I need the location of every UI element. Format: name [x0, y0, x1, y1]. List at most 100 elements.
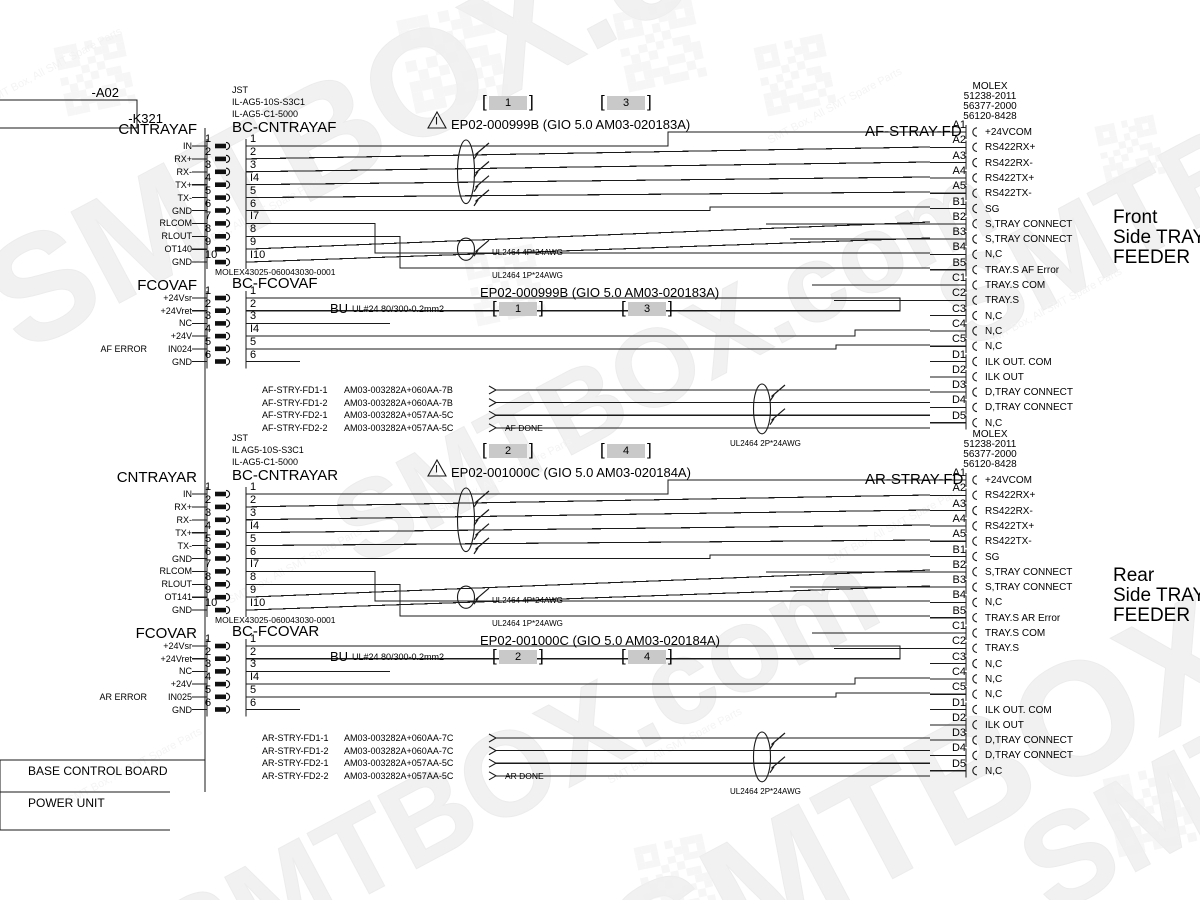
bracket-left: [: [482, 440, 487, 459]
ref-badge-number: 1: [514, 303, 522, 315]
feeder-pin-number: C1: [951, 620, 966, 632]
pin-number-left: 4: [205, 519, 212, 532]
bracket-left: [: [621, 298, 626, 317]
feeder-pin-number: D2: [951, 363, 966, 376]
pin-number-right: I10: [250, 597, 266, 610]
feeder-pin-signal: RS422RX+: [985, 142, 1036, 154]
fcov-pin-signal: GND: [172, 704, 192, 715]
sub-cable-part: AM03-003282A+060AA-7C: [344, 745, 454, 756]
feeder-socket-icon: [972, 750, 978, 761]
feeder-socket-icon: [972, 720, 978, 730]
pin-signal-label: GND: [172, 605, 192, 616]
pin-signal-label: RX-: [176, 514, 193, 525]
pin-signal-label: GND: [172, 205, 192, 216]
feeder-pin-signal: RS422RX-: [985, 157, 1033, 169]
feeder-pin-signal: RS422RX-: [985, 505, 1033, 517]
feeder-pin-signal: RS422TX+: [985, 520, 1035, 532]
harness-part-top: EP02-001000C (GIO 5.0 AM03-020184A): [451, 465, 691, 480]
sub-cable-tag: AF-STRY-FD1-1: [262, 385, 328, 395]
feeder-pin-number: C2: [951, 635, 966, 648]
pin-number-left: 7: [205, 210, 212, 223]
feeder-socket-icon: [972, 295, 978, 306]
pin-terminal-icon: [215, 679, 231, 689]
feeder-pin-number: D4: [951, 742, 966, 755]
feeder-pin-number: B2: [952, 210, 966, 223]
feeder-pin-signal: D,TRAY CONNECT: [985, 735, 1073, 747]
feeder-socket-icon: [972, 505, 978, 516]
fcov-pin-number-right: 2: [250, 297, 257, 310]
cable-spec-4p: UL2464 4P*24AWG: [492, 596, 563, 605]
feeder-pin-signal: TRAY.S COM: [985, 280, 1046, 291]
fcov-pin-number-right: 5: [250, 335, 257, 348]
sub-cable-part: AM03-003282A+057AA-5C: [344, 422, 454, 433]
pin-signal-label: RLOUT: [161, 231, 192, 242]
feeder-pin-number: A1: [952, 119, 966, 131]
pin-number-right: 2: [250, 493, 257, 506]
feeder-pin-signal: N,C: [985, 658, 1003, 670]
feeder-pin-signal: RS422TX-: [985, 188, 1032, 200]
pin-number-right: 2: [250, 145, 257, 158]
bracket-right: ]: [668, 298, 673, 317]
feeder-socket-icon: [972, 765, 978, 776]
pin-number-left: 10: [205, 249, 218, 262]
fcov-pin-signal: NC: [179, 666, 192, 677]
twist-mark-icon: [473, 509, 490, 526]
connector-part-2: IL-AG5-C1-5000: [232, 457, 299, 467]
feeder-pin-signal: ILK OUT: [985, 719, 1024, 731]
feeder-socket-icon: [972, 203, 978, 214]
twist-mark-icon: [473, 239, 490, 257]
feeder-pin-number: D2: [951, 711, 966, 724]
twist-mark-icon: [473, 175, 490, 193]
feeder-pin-signal: RS422TX-: [985, 536, 1032, 548]
feeder-side-label: Side TRAY: [1113, 227, 1200, 248]
pin-number-left: 2: [205, 145, 212, 158]
twist-mark-icon: [769, 408, 786, 426]
harness-part-bottom: EP02-001000C (GIO 5.0 AM03-020184A): [480, 633, 720, 648]
pin-terminal-icon: [215, 245, 231, 254]
feeder-pin-number: D3: [951, 379, 966, 392]
board-connector-name: BC-CNTRAYAR: [232, 467, 339, 484]
sub-cable-part: AM03-003282A+057AA-5C: [344, 758, 454, 769]
label-a02: -A02: [91, 85, 119, 100]
pin-number-right: 5: [250, 184, 257, 197]
feeder-pin-number: C2: [951, 287, 966, 300]
fcov-machine-connector-name: FCOVAR: [135, 625, 197, 642]
bracket-left: [: [621, 646, 626, 665]
ref-badge-bottom-2: [628, 650, 666, 664]
feeder-pin-number: D5: [951, 757, 966, 770]
pin-signal-label: RX+: [174, 153, 192, 164]
twist-mark-icon: [473, 523, 490, 541]
label-power-unit: POWER UNIT: [28, 796, 105, 810]
pin-signal-label: GND: [172, 257, 192, 268]
pin-number-left: 8: [205, 571, 212, 584]
fcov-pin-number-left: 1: [205, 285, 212, 297]
feeder-connector-name: AR-STRAY-FD: [865, 471, 964, 488]
pin-number-left: 5: [205, 532, 212, 545]
cable-arrow-icon: [488, 771, 498, 781]
feeder-pin-number: A4: [952, 512, 966, 525]
pin-terminal-icon: [215, 167, 231, 176]
twist-mark-icon: [473, 161, 490, 178]
bracket-right: ]: [539, 298, 544, 317]
feeder-socket-icon: [972, 310, 978, 321]
sub-cable-tag: AF-STRY-FD2-1: [262, 410, 328, 421]
fcov-maker-part: MOLEX43025-060043030-0001: [215, 615, 336, 625]
feeder-part-3: 56120-8428: [963, 459, 1017, 470]
pin-number-left: 10: [205, 597, 218, 610]
pin-signal-label: IN: [183, 141, 192, 151]
pin-number-left: 1: [205, 133, 212, 145]
pin-number-right: I4: [250, 519, 260, 532]
pin-number-left: 2: [205, 493, 212, 506]
fcov-pin-number-left: 2: [205, 297, 212, 310]
twist-mark-icon: [473, 587, 490, 605]
ref-badge-number: 3: [643, 303, 651, 315]
feeder-pin-number: B5: [952, 256, 966, 269]
twist-mark-icon: [769, 732, 786, 750]
cable-spec-1p: UL2464 1P*24AWG: [492, 619, 563, 628]
feeder-pin-number: A4: [952, 164, 966, 177]
feeder-socket-icon: [972, 417, 978, 428]
cable-arrow-icon: [488, 746, 498, 756]
pin-number-right: 6: [250, 545, 257, 558]
feeder-socket-icon: [972, 127, 978, 137]
ref-badge-number: 2: [504, 445, 512, 457]
